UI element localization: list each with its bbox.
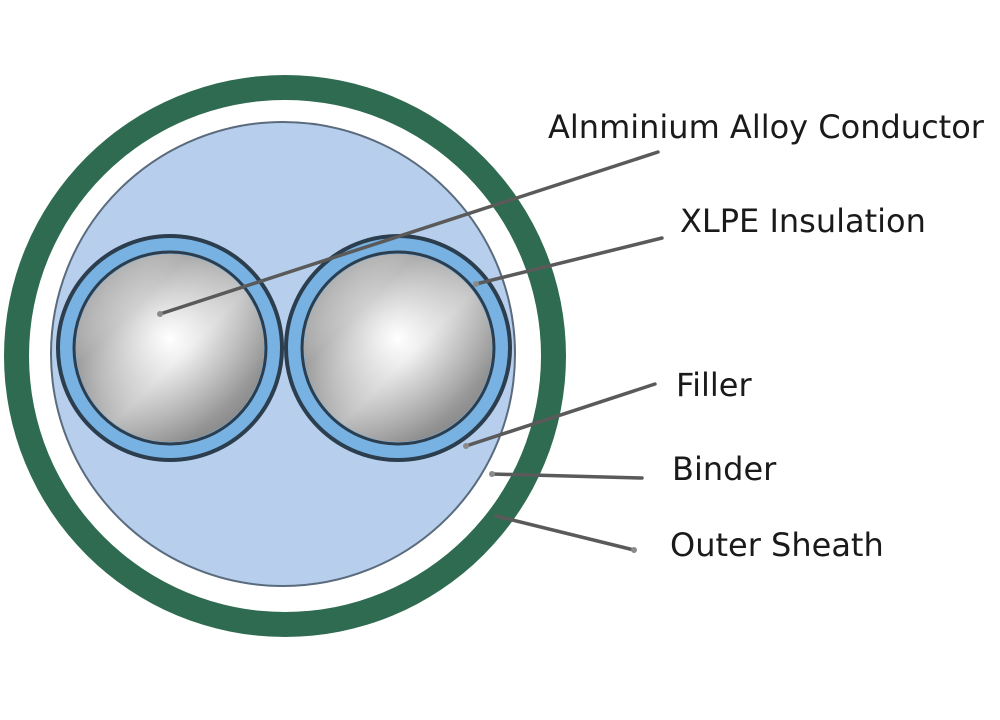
leader-sheath bbox=[494, 514, 636, 552]
leader-end-filler bbox=[463, 443, 469, 449]
leader-end-insulation bbox=[473, 281, 479, 287]
core-right bbox=[284, 234, 512, 462]
leader-end-sheath bbox=[631, 547, 637, 553]
leader-binder bbox=[490, 472, 644, 480]
insulation-inner-edge-left bbox=[72, 250, 268, 446]
conductor-sheen-right bbox=[304, 254, 492, 442]
label-conductor: Alnminium Alloy Conductor bbox=[548, 108, 985, 146]
label-filler: Filler bbox=[676, 366, 752, 404]
core-left bbox=[56, 234, 284, 462]
leader-end-conductor bbox=[157, 311, 163, 317]
leader-conductor bbox=[158, 150, 660, 316]
conductor-sheen-left bbox=[76, 254, 264, 442]
label-sheath: Outer Sheath bbox=[670, 526, 884, 564]
leader-end-binder bbox=[489, 471, 495, 477]
label-binder: Binder bbox=[672, 450, 777, 488]
insulation-inner-edge-right bbox=[300, 250, 496, 446]
leader-filler bbox=[464, 382, 657, 448]
label-insulation: XLPE Insulation bbox=[680, 202, 926, 240]
leader-insulation bbox=[474, 236, 664, 286]
